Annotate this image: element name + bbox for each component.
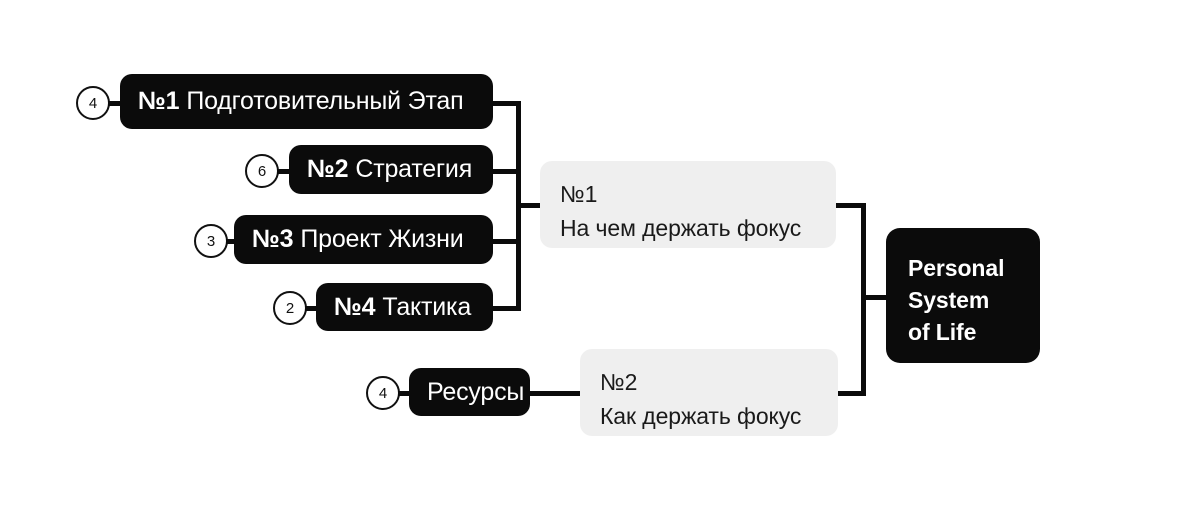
connector-badge1-to-stage1 [108, 101, 124, 106]
stage-node-2-label: Стратегия [355, 155, 473, 183]
connector-groups-to-root [861, 295, 889, 300]
group-node-2-number: №2 [600, 369, 638, 395]
resources-node-label: Ресурсы [427, 377, 525, 406]
stage-badge-4-value: 2 [285, 299, 295, 317]
connector-stage2-horizontal [493, 169, 521, 174]
group-node-1-label: На чем держать фокус [560, 215, 802, 241]
group-node-1[interactable]: №1 На чем держать фокус [540, 161, 836, 248]
root-node-line-2: System [908, 287, 990, 313]
stage-badge-2[interactable]: 6 [245, 154, 279, 188]
stage-node-4[interactable]: №4 Тактика [316, 283, 493, 331]
group-node-2[interactable]: №2 Как держать фокус [580, 349, 838, 436]
connector-stage4-horizontal [493, 306, 521, 311]
connector-group1-horizontal [834, 203, 866, 208]
root-node[interactable]: Personal System of Life [886, 228, 1040, 363]
stage-node-1-label: Подготовительный Этап [186, 87, 464, 115]
stage-badge-1[interactable]: 4 [76, 86, 110, 120]
stage-node-3[interactable]: №3 Проект Жизни [234, 215, 493, 264]
stage-badge-4[interactable]: 2 [273, 291, 307, 325]
connector-badge2-to-stage2 [277, 169, 293, 174]
connector-badge-to-resources [398, 391, 412, 396]
stage-badge-1-value: 4 [88, 94, 98, 112]
resources-badge[interactable]: 4 [366, 376, 400, 410]
stage-node-1[interactable]: №1 Подготовительный Этап [120, 74, 493, 129]
stage-node-3-prefix: №3 [252, 225, 294, 253]
stage-node-3-label: Проект Жизни [300, 225, 464, 253]
stage-node-4-prefix: №4 [334, 292, 376, 321]
connector-stages-to-group1 [516, 203, 542, 208]
connector-stage3-horizontal [493, 239, 521, 244]
root-node-line-1: Personal [908, 255, 1005, 281]
stage-badge-3[interactable]: 3 [194, 224, 228, 258]
stage-node-1-prefix: №1 [138, 87, 180, 115]
resources-node[interactable]: Ресурсы [409, 368, 530, 416]
stage-badge-3-value: 3 [206, 232, 216, 250]
stage-node-4-label: Тактика [382, 292, 472, 321]
group-node-2-label: Как держать фокус [600, 403, 802, 429]
root-node-line-3: of Life [908, 319, 977, 345]
stage-node-2[interactable]: №2 Стратегия [289, 145, 493, 194]
connector-badge4-to-stage4 [305, 306, 321, 311]
group-node-1-number: №1 [560, 181, 598, 207]
stage-node-2-prefix: №2 [307, 155, 349, 183]
connector-group2-horizontal [834, 391, 866, 396]
stage-badge-2-value: 6 [257, 162, 267, 180]
resources-badge-value: 4 [378, 384, 388, 402]
connector-resources-to-group2 [528, 391, 584, 396]
connector-stage1-horizontal [493, 101, 521, 106]
